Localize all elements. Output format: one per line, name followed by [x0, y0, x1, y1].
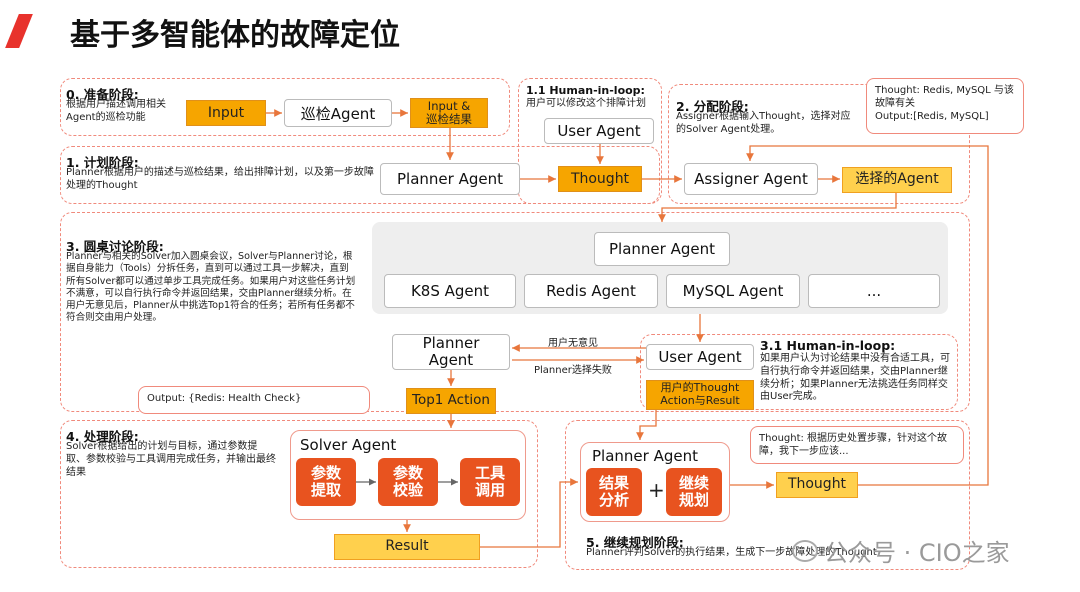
- stage-3-1-desc: 如果用户认为讨论结果中没有合适工具，可自行执行命令并返回结果，交由Planner…: [760, 353, 950, 403]
- stage-2-container: [668, 84, 970, 204]
- stage-0-container: [60, 78, 510, 136]
- result-node: Result: [334, 534, 480, 560]
- arrow-user-result-to-planner5: [636, 410, 657, 440]
- edge-label-planner-select-fail: Planner选择失败: [534, 365, 612, 376]
- arrow-thought-loop-back: [746, 145, 989, 486]
- redis-agent-node: Redis Agent: [524, 274, 658, 308]
- thought-plan-node: Thought: [558, 166, 642, 192]
- stage-3-heading: 3. 圆桌讨论阶段:: [66, 239, 164, 254]
- stage-1-desc: Planner根据用户的描述与巡检结果，给出排障计划，以及第一步故障处理的Tho…: [66, 167, 374, 191]
- stage-2-heading: 2. 分配阶段:: [676, 99, 749, 114]
- stage-0-desc: 根据用户描述调用相关Agent的巡检功能: [66, 99, 166, 123]
- stage-1-1-desc: 用户可以修改这个排障计划: [526, 98, 646, 109]
- next-thought-callout: Thought: 根据历史处置步骤，针对这个故障，我下一步应该...: [750, 426, 964, 464]
- param-validate-step: 参数 校验: [378, 458, 438, 506]
- watermark-text: 公众号 · CIO之家: [824, 539, 1010, 567]
- stage-2-desc: Assigner根据输入Thought，选择对应的Solver Agent处理。: [676, 111, 851, 135]
- stage-3-desc: Planner与相关的Solver加入圆桌会议，Solver与Planner讨论…: [66, 251, 356, 324]
- watermark: 公众号 · CIO之家: [792, 533, 1010, 568]
- stage-5-heading: 5. 继续规划阶段:: [586, 535, 684, 550]
- top1-output-callout: Output: {Redis: Health Check}: [138, 386, 370, 414]
- solver-agent-title: Solver Agent: [300, 436, 397, 454]
- edge-label-user-no-objection: 用户无意见: [548, 338, 598, 349]
- k8s-agent-node: K8S Agent: [384, 274, 516, 308]
- user-thought-action-result-node: 用户的Thought Action与Result: [646, 380, 754, 410]
- page-title: 基于多智能体的故障定位: [70, 18, 400, 53]
- arrow-result-to-planner5: [480, 478, 578, 548]
- continue-plan-step: 继续 规划: [666, 468, 722, 516]
- stage-4-container: [60, 420, 538, 568]
- param-extract-step: 参数 提取: [296, 458, 356, 506]
- planner-agent-continue-title: Planner Agent: [592, 447, 698, 465]
- planner-agent-discussion-node: Planner Agent: [392, 334, 510, 370]
- arrow-selected-to-roundtable: [658, 193, 897, 222]
- stage-1-container: [60, 146, 660, 204]
- stage-4-heading: 4. 处理阶段:: [66, 429, 139, 444]
- stage-5-container: [565, 420, 970, 570]
- assigner-agent-node: Assigner Agent: [684, 163, 818, 195]
- user-agent-top-node: User Agent: [544, 118, 654, 144]
- input-node: Input: [186, 100, 266, 126]
- user-agent-discussion-node: User Agent: [646, 344, 754, 370]
- stage-1-heading: 1. 计划阶段:: [66, 155, 139, 170]
- tool-call-step: 工具 调用: [460, 458, 520, 506]
- patrol-agent-node: 巡检Agent: [284, 99, 392, 127]
- stage-4-desc: Solver根据给出的计划与目标，通过参数提取、参数校验与工具调用完成任务，并输…: [66, 441, 276, 478]
- stage-0-heading: 0. 准备阶段:: [66, 87, 139, 102]
- more-agents-node: ...: [808, 274, 940, 308]
- thought-next-node: Thought: [776, 472, 858, 498]
- stage-5-desc: Planner评判Solver的执行结果，生成下一步故障处理的Thought: [586, 547, 877, 558]
- top1-action-node: Top1 Action: [406, 388, 496, 414]
- stage-3-container: [60, 212, 970, 412]
- stage-1-1-heading: 1.1 Human-in-loop:: [526, 84, 645, 97]
- assigner-thought-callout: Thought: Redis, MySQL 与该故障有关 Output:[Red…: [866, 78, 1024, 134]
- planner-agent-plan-node: Planner Agent: [380, 163, 520, 195]
- input-patrol-result-node: Input & 巡检结果: [410, 98, 488, 128]
- stage-3-1-container: [640, 334, 958, 410]
- planner-agent-round-node: Planner Agent: [594, 232, 730, 266]
- selected-agent-node: 选择的Agent: [842, 167, 952, 193]
- mysql-agent-node: MySQL Agent: [666, 274, 800, 308]
- result-analysis-step: 结果 分析: [586, 468, 642, 516]
- stage-3-1-heading: 3.1 Human-in-loop:: [760, 338, 896, 353]
- plus-sign: +: [648, 478, 665, 502]
- wechat-icon: [792, 539, 818, 562]
- stage-1-1-container: [518, 78, 662, 204]
